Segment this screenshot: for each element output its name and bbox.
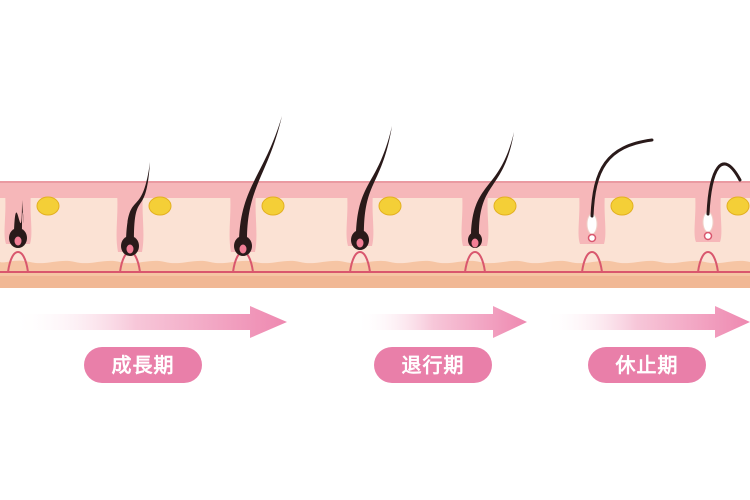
sebaceous-gland [36, 196, 60, 216]
arrow-telogen [543, 306, 750, 338]
arrow-catagen [356, 306, 527, 338]
hair-shaft [356, 126, 392, 234]
arrow-anagen [12, 306, 287, 338]
phase-label-catagen: 退行期 [374, 347, 492, 383]
dermal-papilla [471, 238, 479, 248]
sebaceous-gland [726, 196, 750, 216]
hair-shaft [590, 138, 654, 218]
hair-shaft [126, 162, 150, 240]
epidermis-layer [0, 182, 750, 198]
phase-label-anagen: 成長期 [84, 347, 202, 383]
dermal-papilla [14, 236, 22, 246]
dermal-papilla [239, 244, 247, 254]
hair-shaft [706, 162, 742, 216]
capillary-loop [7, 250, 29, 273]
capillary-loop [581, 250, 603, 273]
subcutaneous-bottom [0, 276, 750, 288]
dermal-papilla [126, 244, 134, 254]
follicle-sheath [4, 184, 32, 244]
dermal-papilla [587, 233, 597, 243]
dermal-papilla [356, 238, 364, 248]
dermis-layer [0, 196, 750, 264]
sebaceous-gland [493, 196, 517, 216]
sebaceous-gland [148, 196, 172, 216]
capillary-loop [464, 250, 486, 273]
sebaceous-gland [261, 196, 285, 216]
dermal-papilla [703, 231, 713, 241]
phase-label-telogen: 休止期 [588, 347, 706, 383]
sebaceous-gland [610, 196, 634, 216]
hair-shaft [14, 200, 24, 232]
sebaceous-gland [378, 196, 402, 216]
hair-shaft [471, 132, 514, 234]
hair-shaft [239, 116, 282, 240]
capillary-loop [349, 250, 371, 273]
capillary-loop [697, 250, 719, 273]
